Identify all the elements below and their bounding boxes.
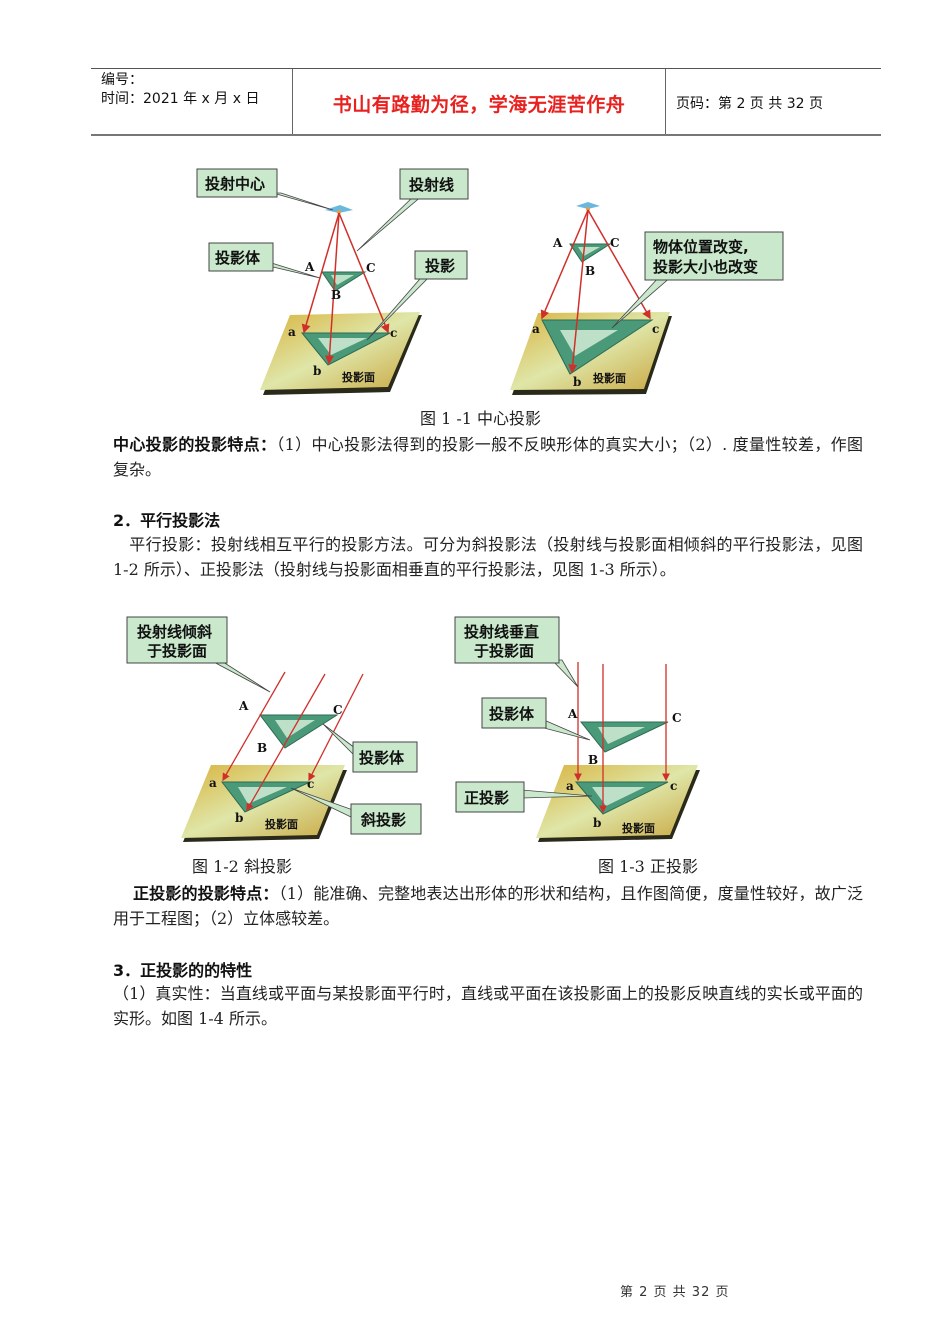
callout-perpendicular-rays xyxy=(454,616,560,664)
svg-text:B: B xyxy=(257,741,267,755)
svg-text:A: A xyxy=(567,707,578,721)
svg-text:于投影面: 于投影面 xyxy=(474,642,534,660)
callout-projection-line-text: 投射线 xyxy=(409,176,454,194)
svg-text:c: c xyxy=(390,326,397,340)
svg-text:C: C xyxy=(672,711,682,725)
svg-text:B: B xyxy=(331,288,341,302)
svg-text:物体位置改变,: 物体位置改变, xyxy=(653,238,749,256)
callout-projection-line xyxy=(399,168,469,200)
svg-text:C: C xyxy=(610,236,620,250)
serial-label: 编号： xyxy=(101,72,143,88)
svg-text:a: a xyxy=(288,325,296,339)
svg-text:B: B xyxy=(585,264,595,278)
orthographic-features: 正投影的投影特点：（1）能准确、完整地表达出形体的形状和结构，且作图简便，度量性… xyxy=(113,881,863,931)
callout-oblique-rays xyxy=(126,616,228,664)
callout-oblique-projection xyxy=(350,803,422,835)
figure-orthographic-projection: 投影面 A B C a b c 投射线垂直 于投影面 投影体 正投影 xyxy=(454,616,700,842)
svg-text:投影体: 投影体 xyxy=(489,705,535,723)
svg-text:b: b xyxy=(313,364,321,378)
callout-projection-text: 投影 xyxy=(425,257,455,275)
orth-features-label: 正投影的投影特点： xyxy=(133,884,279,903)
callout-projection-center xyxy=(196,168,278,198)
figure-1-2-caption: 图 1-2 斜投影 xyxy=(192,857,292,876)
callout-orthographic-projection xyxy=(455,781,525,813)
svg-text:于投影面: 于投影面 xyxy=(147,642,207,660)
section-2-heading: 2．平行投影法 xyxy=(113,511,221,530)
callout-projection-center-text: 投射中心 xyxy=(205,175,265,193)
svg-text:b: b xyxy=(235,811,243,825)
callout-object xyxy=(208,242,274,272)
svg-text:a: a xyxy=(209,776,217,790)
figure-1-3-caption: 图 1-3 正投影 xyxy=(598,857,698,876)
central-projection-features: 中心投影的投影特点：（1）中心投影法得到的投影一般不反映形体的真实大小；（2）.… xyxy=(113,432,863,482)
figure-oblique-projection: 投影面 A B C a b c 投射线倾斜 于投影面 投影体 斜投影 xyxy=(126,616,422,842)
svg-text:a: a xyxy=(566,779,574,793)
header-meta: 编号： 时间：2021 年 x 月 x 日 xyxy=(91,69,293,134)
svg-text:投影大小也改变: 投影大小也改变 xyxy=(653,258,758,276)
svg-text:正投影: 正投影 xyxy=(464,789,509,807)
central-features-label: 中心投影的投影特点： xyxy=(113,435,277,454)
svg-text:C: C xyxy=(366,261,376,275)
svg-text:b: b xyxy=(593,816,601,830)
header-motto: 书山有路勤为径，学海无涯苦作舟 xyxy=(293,69,666,134)
svg-text:投射线垂直: 投射线垂直 xyxy=(464,623,539,641)
callout-object xyxy=(481,697,547,729)
callout-object xyxy=(352,741,418,773)
figure-central-projection-right: 投影面 A B C a b c 物体位置改变, 投影大小也改变 xyxy=(510,202,784,395)
figure-central-projection-left: 投影面 A B C a b c 投射中心 投射线 投影体 投影 xyxy=(196,168,469,395)
callout-projection xyxy=(414,250,468,280)
svg-text:C: C xyxy=(333,703,343,717)
svg-text:A: A xyxy=(552,236,563,250)
svg-text:投影面: 投影面 xyxy=(593,371,626,385)
plane-label: 投影面 xyxy=(342,370,375,384)
central-features-text: （1）中心投影法得到的投影一般不反映形体的真实大小；（2）. 度量性较差，作图复… xyxy=(113,435,863,479)
page-footer: 第 2 页 共 32 页 xyxy=(620,1285,730,1300)
svg-text:投影体: 投影体 xyxy=(359,749,405,767)
svg-text:A: A xyxy=(304,260,315,274)
date-label: 时间：2021 年 x 月 x 日 xyxy=(101,91,260,107)
svg-text:c: c xyxy=(652,322,659,336)
section-3-heading: 3．正投影的的特性 xyxy=(113,961,253,980)
callout-object-text: 投影体 xyxy=(215,249,261,267)
section-3-text: （1）真实性：当直线或平面与某投影面平行时，直线或平面在该投影面上的投影反映直线… xyxy=(113,984,863,1028)
svg-text:投影面: 投影面 xyxy=(622,821,655,835)
svg-text:投影面: 投影面 xyxy=(265,817,298,831)
callout-position-change xyxy=(644,231,784,281)
svg-text:c: c xyxy=(670,779,677,793)
figure-1-1-caption: 图 1 -1 中心投影 xyxy=(420,409,542,428)
header-page-info: 页码：第 2 页 共 32 页 xyxy=(676,96,823,112)
svg-text:投射线倾斜: 投射线倾斜 xyxy=(137,623,212,641)
section-2-text: 平行投影：投射线相互平行的投影方法。可分为斜投影法（投射线与投影面相倾斜的平行投… xyxy=(113,535,863,579)
page-header: 编号： 时间：2021 年 x 月 x 日 书山有路勤为径，学海无涯苦作舟 页码… xyxy=(91,68,881,136)
svg-text:B: B xyxy=(588,753,598,767)
svg-text:斜投影: 斜投影 xyxy=(360,811,406,829)
orth-features-text: （1）能准确、完整地表达出形体的形状和结构，且作图简便，度量性较好，故广泛用于工… xyxy=(113,884,863,928)
svg-text:A: A xyxy=(238,699,249,713)
svg-text:a: a xyxy=(532,322,540,336)
svg-text:b: b xyxy=(573,375,581,389)
svg-text:c: c xyxy=(307,777,314,791)
